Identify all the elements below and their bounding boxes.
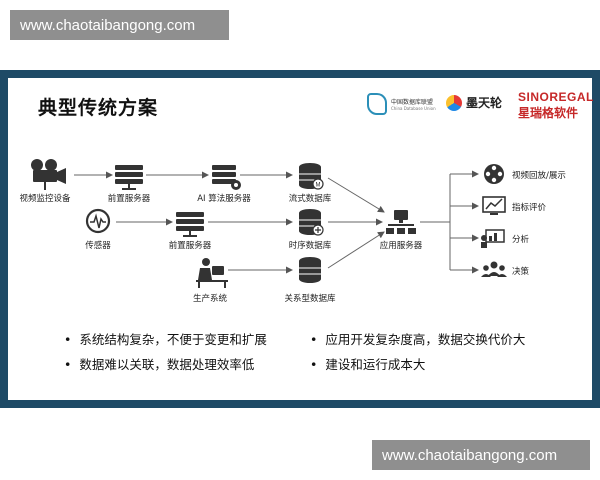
video-camera-icon xyxy=(31,159,66,190)
line-chart-icon xyxy=(482,196,506,215)
watermark-top: www.chaotaibangong.com xyxy=(10,10,229,40)
tianlun-logo: 墨天轮 xyxy=(446,94,502,111)
label-ai-server: AI 算法服务器 xyxy=(197,194,251,204)
label-metric-eval: 指标评价 xyxy=(512,203,547,213)
arrow-stream-to-app xyxy=(327,177,385,213)
label-app-server: 应用服务器 xyxy=(379,241,423,251)
bullet-left-2: 数据难以关联，数据处理效率低 xyxy=(64,354,254,373)
analysis-presenter-icon xyxy=(481,229,505,248)
slide-title: 典型传统方案 xyxy=(38,97,159,119)
sinoregal-logo-cn: 星瑞格软件 xyxy=(518,106,579,120)
server-icon-2 xyxy=(176,212,204,237)
sinoregal-logo: SINOREGAL 星瑞格软件 xyxy=(518,90,594,121)
label-sensor: 传感器 xyxy=(85,241,111,251)
label-front-server-2: 前置服务器 xyxy=(168,241,212,251)
label-analysis: 分析 xyxy=(512,235,530,245)
label-decision: 决策 xyxy=(512,267,530,277)
label-video-monitor: 视频监控设备 xyxy=(19,194,71,204)
arrow-rel-to-app xyxy=(327,231,385,269)
server-icon xyxy=(115,165,143,190)
sensor-icon xyxy=(85,208,111,234)
alliance-logo-en: China Database Union xyxy=(391,106,436,111)
tianlun-logo-text: 墨天轮 xyxy=(466,96,503,110)
production-system-icon xyxy=(196,258,228,288)
watermark-bottom: www.chaotaibangong.com xyxy=(372,440,590,470)
ai-server-icon xyxy=(212,165,241,190)
bullet-right-1: 应用开发复杂度高，数据交换代价大 xyxy=(310,329,525,348)
timeseries-database-icon xyxy=(299,209,324,236)
label-rel-db: 关系型数据库 xyxy=(284,294,336,304)
alliance-logo-cn: 中国数据库联盟 xyxy=(391,99,434,106)
bullet-right-2: 建设和运行成本大 xyxy=(310,354,425,373)
decision-group-icon xyxy=(481,261,507,277)
tianlun-logo-icon xyxy=(446,94,462,111)
alliance-logo: 中国数据库联盟 China Database Union xyxy=(367,93,436,115)
sinoregal-logo-en: SINOREGAL xyxy=(518,90,594,104)
label-ts-db: 时序数据库 xyxy=(288,241,332,251)
label-video-playback: 视频回放/展示 xyxy=(512,171,566,181)
application-server-icon xyxy=(386,210,416,234)
stream-database-icon: M xyxy=(299,163,324,190)
svg-text:M: M xyxy=(316,183,321,189)
bullet-left-1: 系统结构复杂，不便于变更和扩展 xyxy=(64,329,267,348)
flow-arrows xyxy=(74,170,479,274)
film-reel-icon xyxy=(484,164,504,184)
label-front-server-1: 前置服务器 xyxy=(107,194,151,204)
label-production: 生产系统 xyxy=(192,294,228,304)
label-stream-db: 流式数据库 xyxy=(288,194,332,204)
alliance-logo-icon xyxy=(367,93,387,115)
relational-database-icon xyxy=(299,257,321,283)
